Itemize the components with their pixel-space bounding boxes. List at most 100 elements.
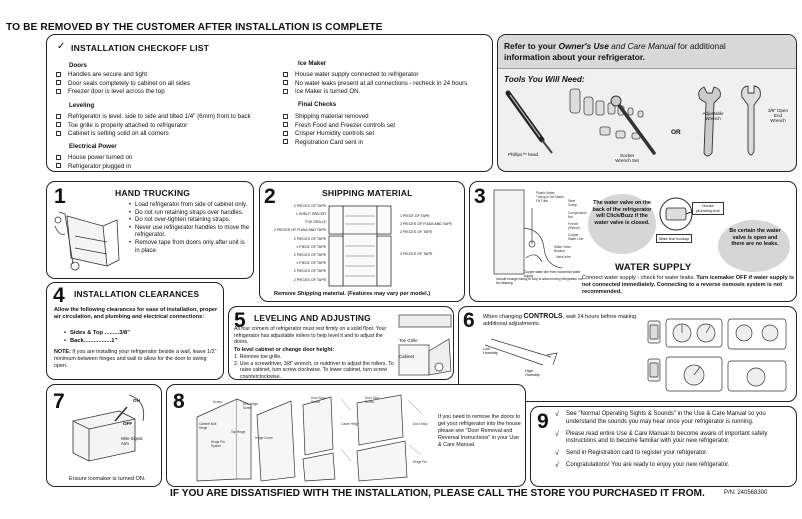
tools-title: Tools You Will Need: [504,75,585,84]
checklist-electrical-heading: Electrical Power [69,143,117,150]
checklist-item[interactable]: Registration Card sent in [283,139,395,148]
checklist-item[interactable]: Fresh Food and Freezer controls set [283,122,395,131]
checklist-item[interactable]: Refrigerator plugged in [56,163,132,171]
step-1-hand-trucking: 1 HAND TRUCKING Load refrigerator from s… [46,181,254,279]
door-removal-illustration: Screw Hex-Hinge Screw Cabinet Bolt Hinge… [196,394,428,482]
wire-arm-label: Wire Signal Arm [121,436,143,446]
list-item: √Send in Registration card to register y… [555,450,708,458]
checklist-item[interactable]: House power turned on [56,154,132,163]
checkbox[interactable] [56,113,61,119]
svg-text:Fill Tube: Fill Tube [536,199,548,203]
svg-text:Screw: Screw [365,400,375,404]
checkbox[interactable] [283,71,288,77]
checkbox[interactable] [56,88,61,94]
checklist-item[interactable]: No water leaks present at all connection… [283,80,467,89]
water-line-diagram: Plastic Water Tubing to Ice Maker Fill T… [493,189,587,275]
svg-text:Hinge Pin: Hinge Pin [211,440,225,444]
hand-truck-illustration [54,211,120,271]
svg-text:Hinge: Hinge [199,426,208,430]
checkbox[interactable] [283,130,288,136]
water-footnote-1: Copper water line from household water s… [524,270,581,278]
shipping-caption: Remove Shipping material. (Features may … [274,291,431,297]
male-line-label: Male line hookup [656,234,693,243]
checklist-item[interactable]: Cabinet is setting solid on all corners [56,130,251,139]
final-checklist: √See "Normal Operating Sights & Sounds" … [555,409,795,470]
checklist-item[interactable]: Ice Maker is turned ON. [283,88,467,97]
control-dials-illustration [647,318,787,392]
phillips-label: Phillips™ head [508,152,539,157]
checklist-title: INSTALLATION CHECKOFF LIST [71,43,210,53]
svg-text:Hinge Cover: Hinge Cover [255,436,274,440]
svg-text:Hex-Hinge: Hex-Hinge [243,402,258,406]
checklist-item[interactable]: Crisper Humidity controls set [283,130,395,139]
checkbox[interactable] [56,80,61,86]
open-end-label: 3/8" Open End Wrench [767,108,789,124]
list-item: Do not run retaining straps over handles… [129,210,250,218]
step-number: 5 [234,309,246,332]
checkbox[interactable] [283,139,288,145]
step-5-leveling-and-adjusting: 5 LEVELING AND ADJUSTING All four corner… [228,306,454,380]
toe-grille-label: Toe Grille [399,338,418,343]
checkbox[interactable] [283,113,288,119]
svg-text:Water Line: Water Line [568,237,584,241]
refrigerator-open-illustration [328,205,392,287]
checklist-item[interactable]: Refrigerator is level, side to side and … [56,113,251,122]
checkbox[interactable] [283,80,288,86]
svg-text:Steel: Steel [568,199,576,203]
page-footer-text: IF YOU ARE DISSATISFIED WITH THE INSTALL… [170,488,705,499]
callout-label: 2 PIECES OF FOAM AND TAPE [274,227,326,232]
checkbox[interactable] [283,88,288,94]
callout-label: 1 PIECE OF TAPE [400,214,430,218]
svg-text:Clamp: Clamp [568,203,577,207]
svg-text:Plastic Water: Plastic Water [536,191,556,195]
low-humidity-label: Low Humidity [483,347,498,356]
svg-text:Valve Inlet: Valve Inlet [556,255,571,259]
valve-open-bubble [718,220,790,272]
svg-text:Ferrule: Ferrule [568,222,578,226]
checklist-item[interactable]: Shipping material removed [283,113,395,122]
callout-label: 2 PIECES OF FOAM AND TAPE [400,222,452,227]
checklist-item[interactable]: Freezer door is level across the top [56,88,190,97]
callout-label: 1 SHELF SPACER [295,212,326,217]
checklist-item[interactable]: House water supply connected to refriger… [283,71,467,80]
callout-label: 2 PIECES OF TAPE [293,204,326,208]
checklist-item[interactable]: Toe grille is properly attached to refri… [56,122,251,131]
step-3-water-supply: 3 Plastic Water Tubing to Ice Maker Fill… [469,181,797,302]
list-item: Load refrigerator from side of cabinet o… [129,202,250,210]
roller-adjustment-illustration [398,314,452,376]
checkbox[interactable] [56,154,61,160]
part-number: P/N: 240568300 [724,490,768,496]
checkbox[interactable] [56,163,61,169]
controls-text: When changing CONTROLS, wait 24 hours be… [483,313,637,327]
adjustable-label: Adjustable Wrench [702,111,724,122]
shipping-right-labels: 1 PIECE OF TAPE 2 PIECES OF FOAM AND TAP… [400,212,460,259]
step-title: HAND TRUCKING [115,188,191,198]
checkbox[interactable] [56,130,61,136]
svg-text:Screw: Screw [311,400,321,404]
valve-warning-text: The water valve on the back of the refri… [592,200,652,226]
page-header-title: TO BE REMOVED BY THE CUSTOMER AFTER INST… [6,22,383,33]
step-title: WATER SUPPLY [615,262,692,273]
shipping-left-labels: 2 PIECES OF TAPE 1 SHELF SPACER TOE GRIL… [268,202,326,284]
svg-text:Tubing to Ice Maker: Tubing to Ice Maker [536,195,565,199]
svg-text:Compression: Compression [568,211,587,215]
checkbox[interactable] [56,122,61,128]
checklist-item[interactable]: Handles are secure and tight [56,71,190,80]
checklist-final-heading: Final Checks [298,101,337,108]
callout-label: 2 PIECES OF TAPE [293,253,326,258]
refer-and-tools-panel: Refer to your Owner's Use and Care Manua… [497,34,797,172]
checkbox[interactable] [283,122,288,128]
svg-text:Lower Hinge: Lower Hinge [341,422,359,426]
step-number: 7 [53,390,65,413]
checklist-item[interactable]: Door seals completely to cabinet on all … [56,80,190,89]
callout-label: TOE GRILLE [304,220,326,225]
svg-text:Water Valve: Water Valve [554,245,571,249]
checkbox[interactable] [56,71,61,77]
clearance-note: NOTE: If you are installing your refrige… [54,349,217,369]
svg-text:Top Hinge: Top Hinge [231,430,246,434]
screwdriver-icon [505,90,553,154]
step-title: LEVELING AND ADJUSTING [254,313,371,323]
svg-text:Copper: Copper [568,233,579,237]
list-item: Remove tape from doors only after unit i… [129,240,250,255]
or-label: OR [671,129,681,136]
